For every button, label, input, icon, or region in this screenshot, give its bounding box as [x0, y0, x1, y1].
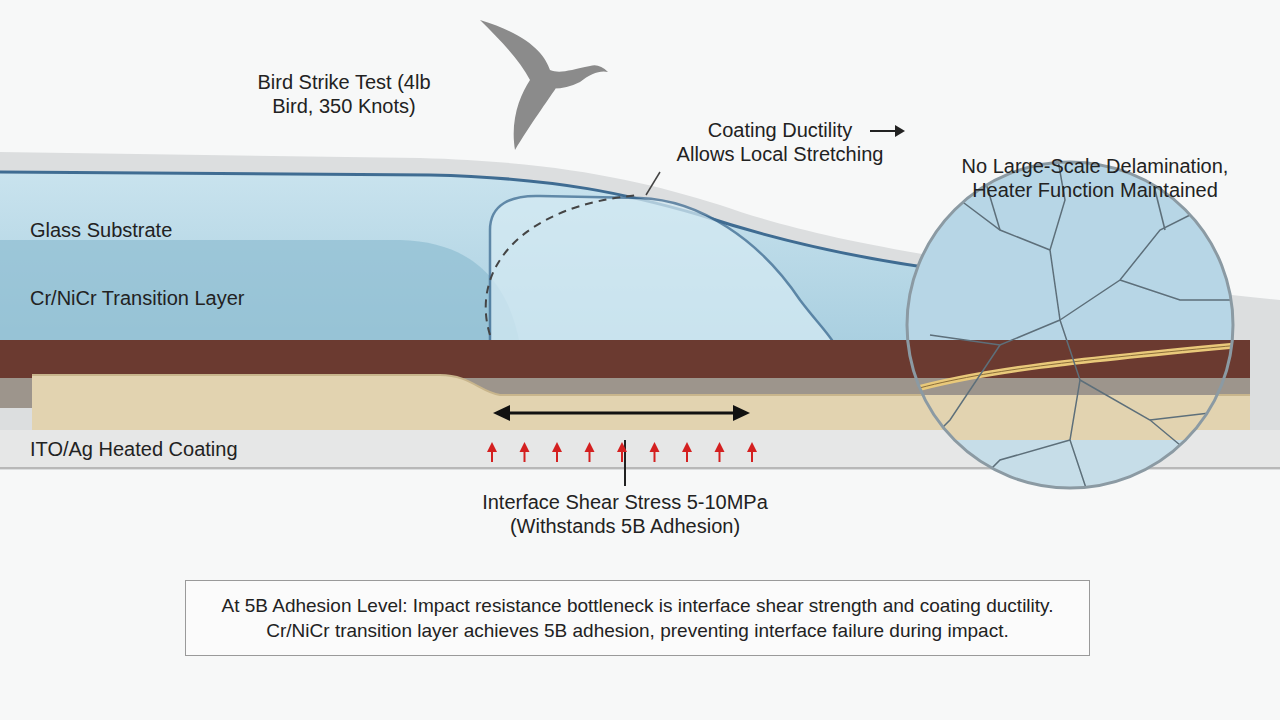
impact-panel [490, 196, 835, 345]
transition-zone [0, 240, 520, 345]
glass-layer [0, 172, 960, 345]
shear-arrowhead [650, 442, 660, 452]
shear-arrowhead [487, 442, 497, 452]
shear-arrowhead [520, 442, 530, 452]
layer-label: Glass Substrate [30, 218, 330, 242]
shear-arrowhead [715, 442, 725, 452]
callout-label: No Large-Scale Delamination, Heater Func… [940, 154, 1250, 202]
shear-arrowhead [747, 442, 757, 452]
stretch-arrow [505, 412, 738, 415]
ductility-arrow [870, 130, 895, 132]
shear-arrowhead [585, 442, 595, 452]
magnifier-ring [907, 162, 1233, 488]
note-text: At 5B Adhesion Level: Impact resistance … [204, 593, 1071, 643]
layer-label: Cr/NiCr Transition Layer [30, 286, 390, 310]
stretch-arrowhead [733, 405, 750, 421]
callout-label: Interface Shear Stress 5-10MPa (Withstan… [440, 490, 810, 538]
shear-arrowhead [552, 442, 562, 452]
cr-nicr-band [0, 340, 1250, 378]
stretch-arrowhead [493, 405, 510, 421]
layer-label: ITO/Ag Heated Coating [30, 437, 390, 461]
callout-label: Coating Ductility Allows Local Stretchin… [645, 118, 915, 166]
leader-line [646, 172, 660, 195]
impact-arc [486, 195, 640, 335]
shear-arrows [487, 442, 757, 462]
ductility-arrowhead [895, 125, 905, 137]
test-title: Bird Strike Test (4lb Bird, 350 Knots) [228, 70, 460, 118]
note-box: At 5B Adhesion Level: Impact resistance … [185, 580, 1090, 656]
shear-arrowhead [617, 442, 627, 452]
magnified-view [900, 160, 1240, 500]
bird-silhouette [480, 20, 608, 150]
shear-arrowhead [682, 442, 692, 452]
